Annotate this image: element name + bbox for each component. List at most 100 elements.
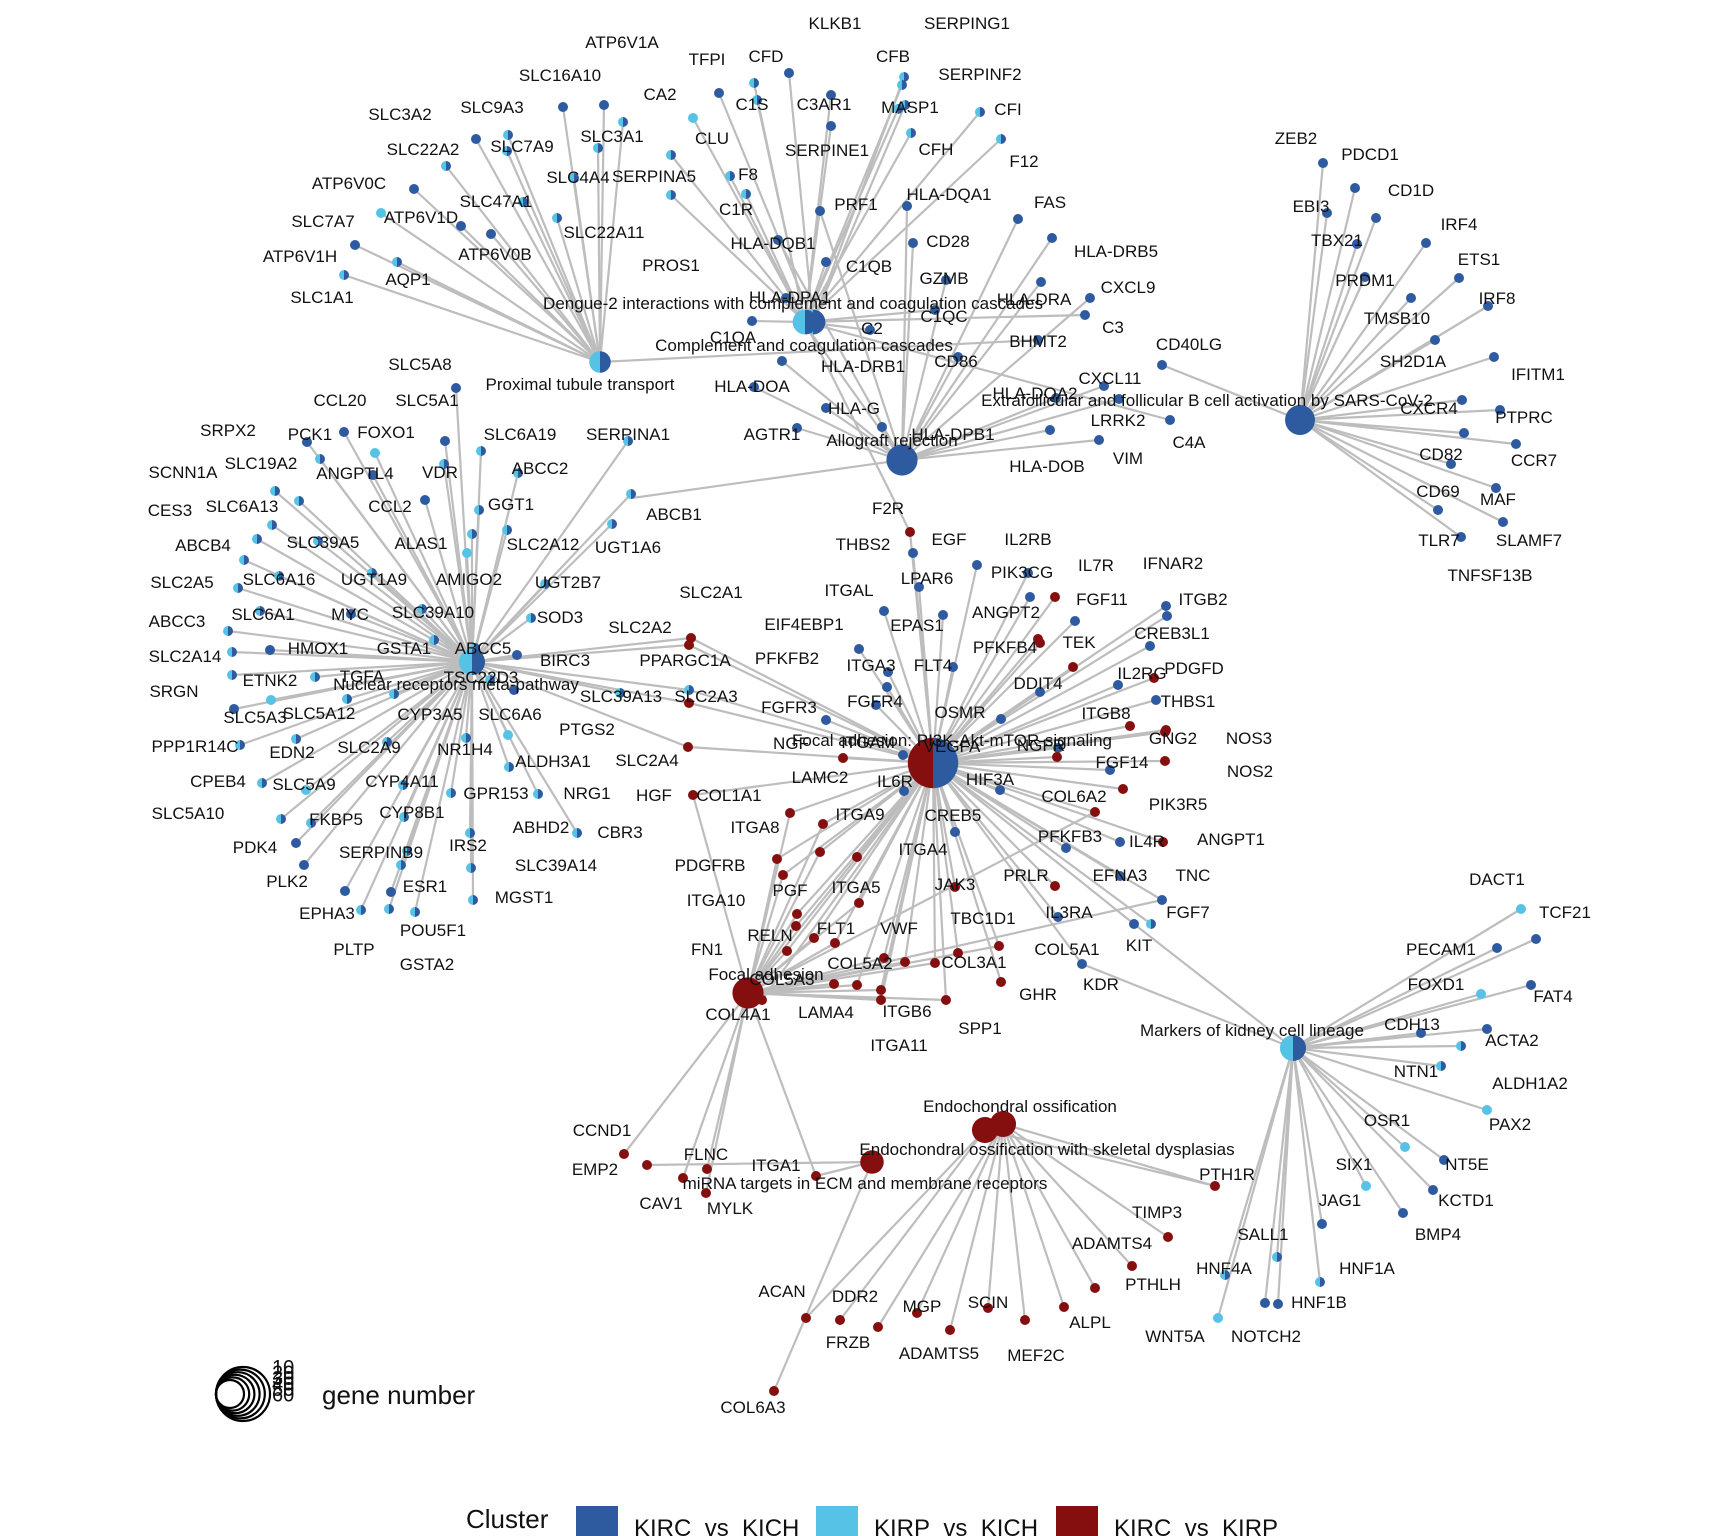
edge-angpt1-pi3k	[932, 761, 1164, 844]
gene-label-slc39a13: SLC39A13	[580, 687, 662, 706]
gene-label-hla-dqb1: HLA-DQB1	[730, 234, 815, 253]
gene-node-f2r	[905, 527, 915, 537]
gene-label-pth1r: PTH1R	[1199, 1165, 1255, 1184]
gene-node-itgb2	[1162, 611, 1172, 621]
gene-label-slc7a7: SLC7A7	[291, 212, 354, 231]
gene-label-scnn1a: SCNN1A	[149, 463, 219, 482]
edge-plk2-nuclear	[303, 661, 473, 866]
gene-label-serpine1: SERPINE1	[785, 141, 869, 160]
gene-node-clu	[688, 113, 698, 123]
gene-node-gpr153	[446, 788, 456, 798]
gene-label-six1: SIX1	[1336, 1155, 1373, 1174]
edge-col4a1-pi3k	[761, 762, 934, 1001]
edge-spp1-pi3k	[931, 762, 948, 1001]
gene-node-foxo1	[370, 448, 380, 458]
size-legend-value-50: 50	[272, 1379, 294, 1401]
edge-ptprc-bcell	[1299, 408, 1501, 422]
gene-node-itga9	[815, 847, 825, 857]
gene-label-f2r: F2R	[872, 499, 904, 518]
gene-node-lpar6	[914, 582, 924, 592]
gene-node-slc6a13	[267, 520, 277, 530]
gene-label-mgst1: MGST1	[495, 888, 554, 907]
gene-node-tcf21	[1531, 934, 1541, 944]
edge-mylk-focal	[704, 992, 750, 1194]
edge-col6a3-mirna	[772, 1161, 874, 1392]
gene-label-cfd: CFD	[749, 47, 784, 66]
gene-node-il6r	[899, 786, 909, 796]
gene-label-cxcl11: CXCL11	[1079, 369, 1142, 388]
gene-node-slc2a12	[502, 525, 512, 535]
edge-nt5e-kidney	[1292, 1047, 1445, 1161]
gene-node-ngf	[838, 753, 848, 763]
hub-label-endo: Endochondral ossification	[923, 1097, 1117, 1116]
gene-node-kit	[1129, 919, 1139, 929]
edge-maf-bcell	[1299, 418, 1497, 490]
edge-pthlh-endo	[1002, 1123, 1096, 1289]
edge-cd69-bcell	[1299, 418, 1452, 466]
gene-label-il4r: IL4R	[1129, 832, 1165, 851]
gene-node-slc5a10	[276, 814, 286, 824]
gene-node-notch2	[1260, 1298, 1270, 1308]
gene-label-col6a3: COL6A3	[720, 1398, 785, 1417]
gene-node-fgfr4	[871, 700, 881, 710]
edge-hla-doa-allograft	[753, 386, 903, 461]
gene-label-hif3a: HIF3A	[966, 770, 1015, 789]
gene-label-slc6a6: SLC6A6	[478, 705, 541, 724]
gene-label-atp6v1h: ATP6V1H	[263, 247, 337, 266]
gene-label-atp6v1a: ATP6V1A	[585, 33, 659, 52]
gene-label-itgal: ITGAL	[824, 581, 873, 600]
gene-label-osr1: OSR1	[1364, 1111, 1410, 1130]
gene-label-amigo2: AMIGO2	[436, 570, 502, 589]
edge-c1r-complement	[745, 193, 806, 323]
gene-label-pgf: PGF	[773, 881, 808, 900]
gene-label-tek: TEK	[1062, 633, 1096, 652]
gene-node-fgf14	[1105, 765, 1115, 775]
edge-amigo2-nuclear	[465, 552, 474, 663]
gene-label-hnf4a: HNF4A	[1196, 1259, 1252, 1278]
edge-f8-complement	[729, 175, 806, 323]
edge-atp6v1d-proximal	[460, 225, 601, 363]
gene-label-gzmb: GZMB	[919, 269, 968, 288]
edge-ggt1-nuclear	[470, 509, 481, 663]
gene-label-mylk: MYLK	[707, 1199, 754, 1218]
gene-label-hla-dob: HLA-DOB	[1009, 457, 1085, 476]
edge-slc47a1-proximal	[522, 201, 601, 363]
edge-slc22a11-proximal	[555, 217, 602, 363]
gene-label-frzb: FRZB	[826, 1333, 870, 1352]
gene-label-c1s: C1S	[735, 95, 768, 114]
gene-node-tmsb10	[1406, 293, 1416, 303]
gene-node-pfkfb4	[1035, 638, 1045, 648]
size-legend-value-40: 40	[272, 1374, 294, 1396]
gene-label-bhmt2: BHMT2	[1009, 332, 1067, 351]
edge-slc6a16-nuclear	[278, 574, 473, 664]
edge-timp3-endo	[1002, 1123, 1169, 1238]
gene-node-tlr7	[1433, 505, 1443, 515]
edge-pck1-nuclear	[319, 458, 473, 663]
gene-node-emp2	[642, 1160, 652, 1170]
gene-label-zeb2: ZEB2	[1275, 129, 1318, 148]
gene-node-serping1	[899, 72, 909, 82]
edge-pdgfd-pi3k	[932, 676, 1155, 765]
gene-label-slc6a16: SLC6A16	[243, 570, 316, 589]
gene-node-col5a3	[829, 979, 839, 989]
edge-ccnd1-focal	[623, 992, 749, 1155]
gene-label-epas1: EPAS1	[890, 616, 944, 635]
gene-label-itgb6: ITGB6	[882, 1002, 931, 1021]
gene-label-nr1h4: NR1H4	[437, 740, 493, 759]
gene-label-slc39a5: SLC39A5	[287, 533, 360, 552]
gene-label-birc3: BIRC3	[540, 651, 590, 670]
edge-itgb6-focal	[747, 988, 882, 995]
hub-label-mirna: miRNA targets in ECM and membrane recept…	[683, 1174, 1048, 1193]
edge-mgp-endo	[915, 1123, 1005, 1314]
gene-node-il3ra	[1053, 912, 1063, 922]
edge-myc-nuclear	[350, 612, 473, 664]
gene-label-pik3r5: PIK3R5	[1149, 795, 1208, 814]
edge-pdk4-nuclear	[295, 661, 473, 844]
gene-label-creb5: CREB5	[925, 806, 982, 825]
edge-slc1a1-proximal	[343, 273, 601, 364]
gene-label-ghr: GHR	[1019, 985, 1057, 1004]
gene-node-scnn1a	[270, 486, 280, 496]
gene-label-aldh1a2: ALDH1A2	[1492, 1074, 1568, 1093]
gene-label-agtr1: AGTR1	[744, 425, 801, 444]
gene-label-spp1: SPP1	[958, 1019, 1001, 1038]
